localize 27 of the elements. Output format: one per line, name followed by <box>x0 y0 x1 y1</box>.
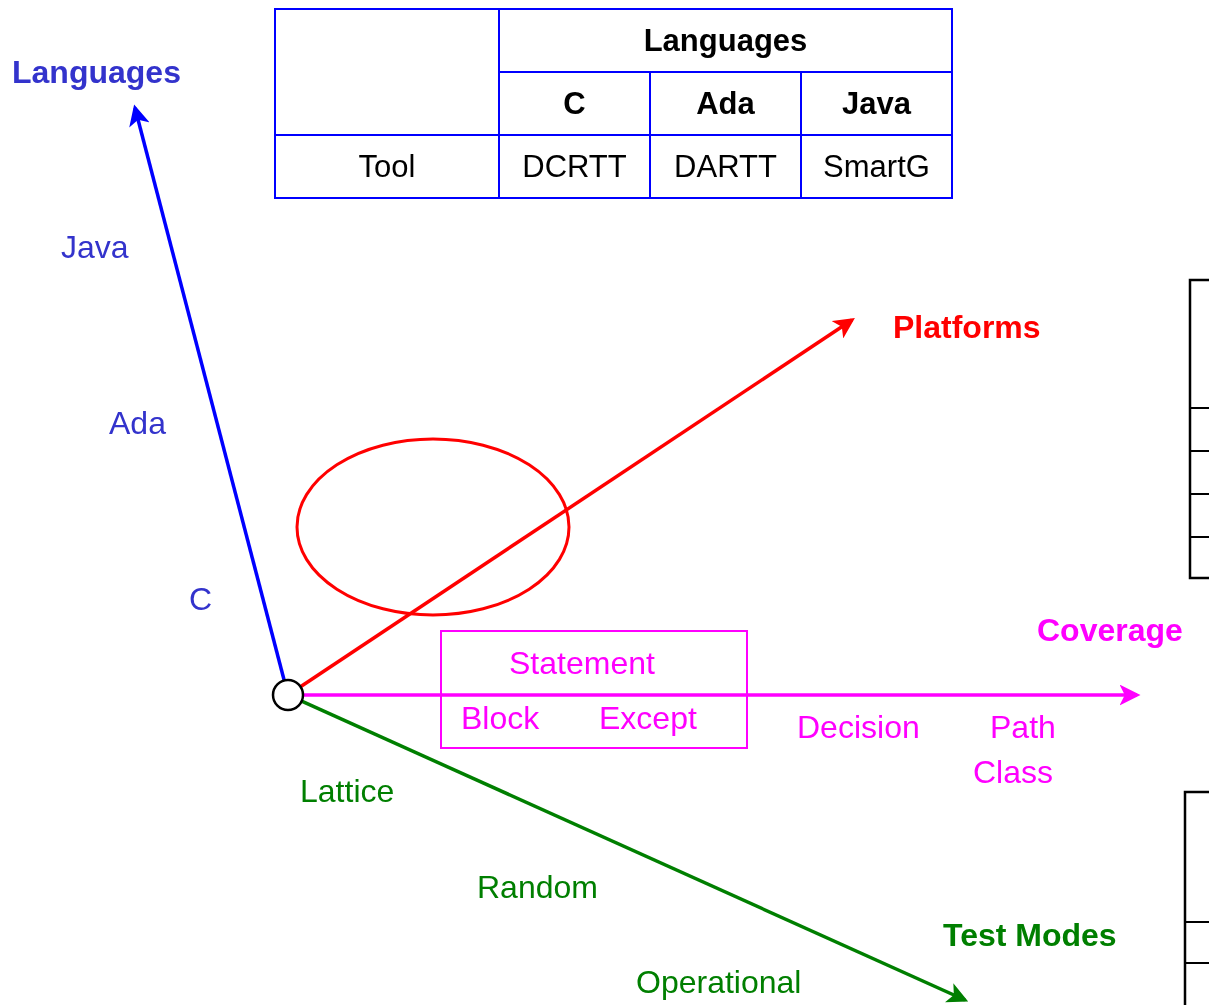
axis-value: Operational <box>636 965 802 1001</box>
axis-value: C <box>189 582 213 618</box>
axis-title: Coverage <box>1037 613 1183 649</box>
coverage-box <box>440 630 748 749</box>
table-cell: Ada <box>650 72 801 135</box>
axis-value: Decision <box>797 710 920 746</box>
table-cell: Languages <box>499 9 952 72</box>
table-cell: Java <box>801 72 952 135</box>
table-cell: DCRTT <box>499 135 650 198</box>
origin-circle <box>271 678 305 712</box>
table-cell: DARTT <box>650 135 801 198</box>
ellipse-outline <box>295 437 571 617</box>
axis-value: Class <box>973 755 1053 791</box>
axis-title: Languages <box>12 55 181 91</box>
table-cell: Tool <box>275 135 499 198</box>
axis-value: Lattice <box>300 774 395 810</box>
axis-value: Path <box>990 710 1056 746</box>
axis-title: Platforms <box>893 310 1041 346</box>
axis-title: Test Modes <box>943 918 1117 954</box>
table-cell: C <box>499 72 650 135</box>
axis-value: Ada <box>109 406 166 442</box>
coverage-level: Statement <box>509 646 655 682</box>
table-cell: SmartG <box>801 135 952 198</box>
axis-value: Random <box>477 870 598 906</box>
axis-value: Java <box>61 230 129 266</box>
coverage-level: Block <box>461 701 540 737</box>
coverage-level: Except <box>599 701 697 737</box>
